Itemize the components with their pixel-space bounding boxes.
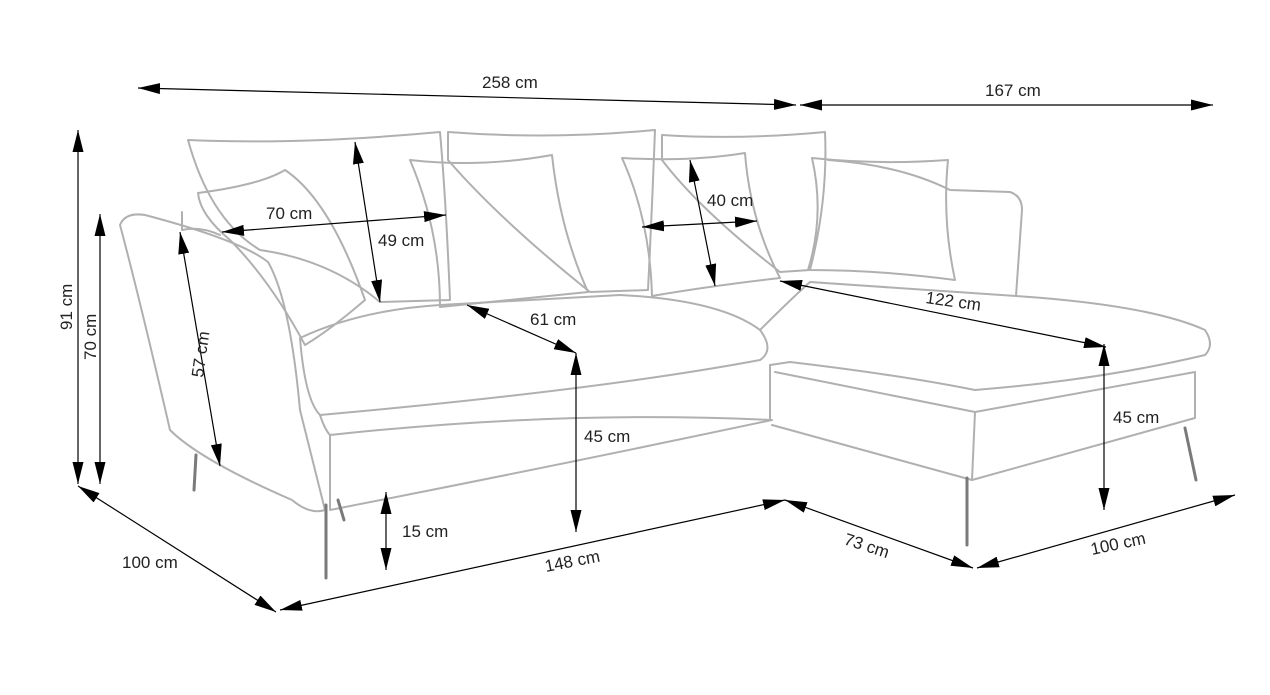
leg-back-left [192,453,198,492]
label-small-cushion-width: 40 cm [707,191,753,210]
left-armrest [119,213,326,513]
chaise-base-front [971,411,976,481]
dim-line-258 [137,83,797,110]
label-total-width: 258 cm [482,73,538,92]
label-chaise-depth-inner: 73 cm [842,530,892,562]
dim-line-122 [779,279,1107,349]
dim-line-100-right [976,494,1236,569]
label-total-height: 91 cm [57,284,76,330]
chaise-backrest [827,159,1023,297]
chaise-base [771,371,1196,481]
dimension-labels: 258 cm 167 cm 91 cm 70 cm 70 cm 49 cm 40… [57,73,1159,576]
sofa-outline [119,129,1211,580]
pillow-chaise [807,157,956,281]
pillow-large [409,154,589,308]
label-seat-height-main: 45 cm [584,427,630,446]
label-seat-depth: 61 cm [530,310,576,329]
label-chaise-width: 167 cm [985,81,1041,100]
label-leg-height: 15 cm [402,522,448,541]
label-cushion-width-left: 70 cm [266,204,312,223]
label-seat-height-chaise: 45 cm [1113,408,1159,427]
dim-line-100-left [77,485,277,613]
dim-line-57 [178,231,222,467]
pillow-small [621,152,781,297]
dim-line-40-horizontal [641,216,758,232]
label-cushion-height: 49 cm [378,231,424,250]
label-backrest-height: 57 cm [188,330,213,378]
dimension-lines [72,83,1236,613]
chaise-seat [759,281,1211,391]
dim-line-70-cushion [221,211,447,236]
dim-line-49 [352,141,383,303]
leg-back-right [1183,426,1198,482]
dim-line-61 [466,304,577,354]
dim-line-73 [784,499,974,569]
label-armrest-height: 70 cm [81,314,100,360]
leg-front-left-2 [336,498,346,522]
back-cushion-middle [447,129,656,293]
dim-line-40-vertical [688,159,717,287]
back-cushion-left [187,131,451,303]
dim-line-148 [279,499,786,611]
pillow-left [197,169,366,346]
label-depth-left: 100 cm [122,553,178,572]
base-main [319,364,771,436]
base-main-bottom [329,419,773,511]
